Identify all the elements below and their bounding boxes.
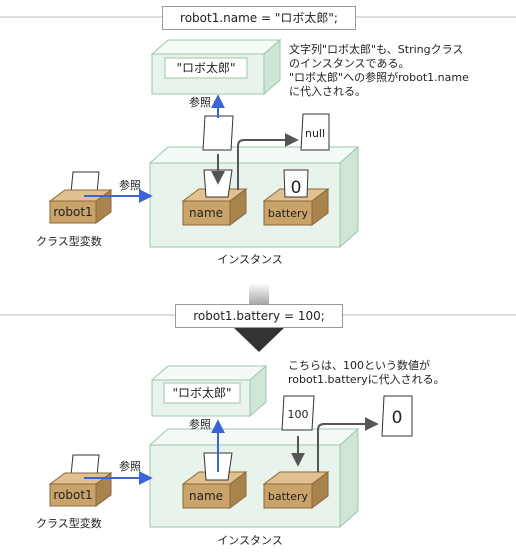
bottom-new-value: 100 bbox=[288, 408, 309, 421]
top-variable-label: robot1 bbox=[53, 205, 92, 219]
top-string-label: "ロボ太郎" bbox=[176, 60, 235, 75]
top-note-line: に代入される。 bbox=[289, 85, 366, 98]
top-string-instance-box: "ロボ太郎" bbox=[150, 38, 282, 96]
bottom-battery-field-box: battery bbox=[262, 471, 330, 509]
bottom-string-label: "ロボ太郎" bbox=[172, 385, 231, 400]
top-ref-label-var: 参照 bbox=[119, 178, 141, 192]
bottom-note-line: robot1.batteryに代入される。 bbox=[288, 373, 445, 386]
top-note-line: 文字列"ロボ太郎"も、Stringクラス bbox=[289, 43, 464, 56]
transition-arrow-head bbox=[233, 327, 285, 352]
bottom-variable-box: robot1 bbox=[48, 454, 113, 507]
top-battery-field-box: 0 battery bbox=[262, 169, 330, 226]
bottom-old-value: 0 bbox=[392, 408, 403, 428]
top-field-name-label: name bbox=[189, 206, 223, 220]
top-code-statement: robot1.name = "ロボ太郎"; bbox=[162, 6, 356, 30]
bottom-field-battery-label: battery bbox=[268, 490, 309, 503]
bottom-old-value-arrow bbox=[317, 417, 379, 472]
top-null-slip bbox=[300, 113, 330, 151]
bottom-variable-label: robot1 bbox=[53, 488, 92, 502]
bottom-ref-label-var: 参照 bbox=[119, 459, 141, 473]
bottom-new-value-slip bbox=[281, 395, 315, 431]
top-note-line: "ロボ太郎"への参照がrobot1.name bbox=[289, 71, 469, 84]
bottom-field-name-label: name bbox=[189, 489, 223, 503]
top-variable-caption: クラス型変数 bbox=[36, 234, 102, 248]
bottom-variable-caption: クラス型変数 bbox=[36, 516, 102, 530]
bottom-name-field-box: name bbox=[181, 452, 248, 509]
bottom-instance-caption: インスタンス bbox=[217, 534, 283, 547]
top-instance-caption: インスタンス bbox=[217, 253, 283, 266]
top-explanation-note: 文字列"ロボ太郎"も、Stringクラス のインスタンスである。 "ロボ太郎"へ… bbox=[289, 43, 469, 99]
bottom-explanation-note: こちらは、100という数値が robot1.batteryに代入される。 bbox=[288, 359, 445, 387]
bottom-note-line: こちらは、100という数値が bbox=[288, 359, 430, 372]
top-battery-value-slip bbox=[283, 169, 309, 198]
bottom-code-statement: robot1.battery = 100; bbox=[175, 304, 343, 328]
top-old-null-arrow bbox=[237, 133, 299, 190]
top-battery-value: 0 bbox=[291, 178, 302, 198]
top-ref-label-up: 参照 bbox=[189, 95, 211, 109]
top-null-label: null bbox=[305, 127, 325, 140]
bottom-string-instance-box: "ロボ太郎" bbox=[150, 364, 268, 418]
bottom-old-value-slip bbox=[381, 395, 413, 437]
top-note-line: のインスタンスである。 bbox=[289, 57, 410, 70]
top-variable-box: robot1 bbox=[48, 171, 113, 224]
top-field-battery-label: battery bbox=[268, 207, 309, 220]
top-reference-slip bbox=[202, 115, 234, 151]
bottom-ref-label-up: 参照 bbox=[189, 417, 211, 431]
